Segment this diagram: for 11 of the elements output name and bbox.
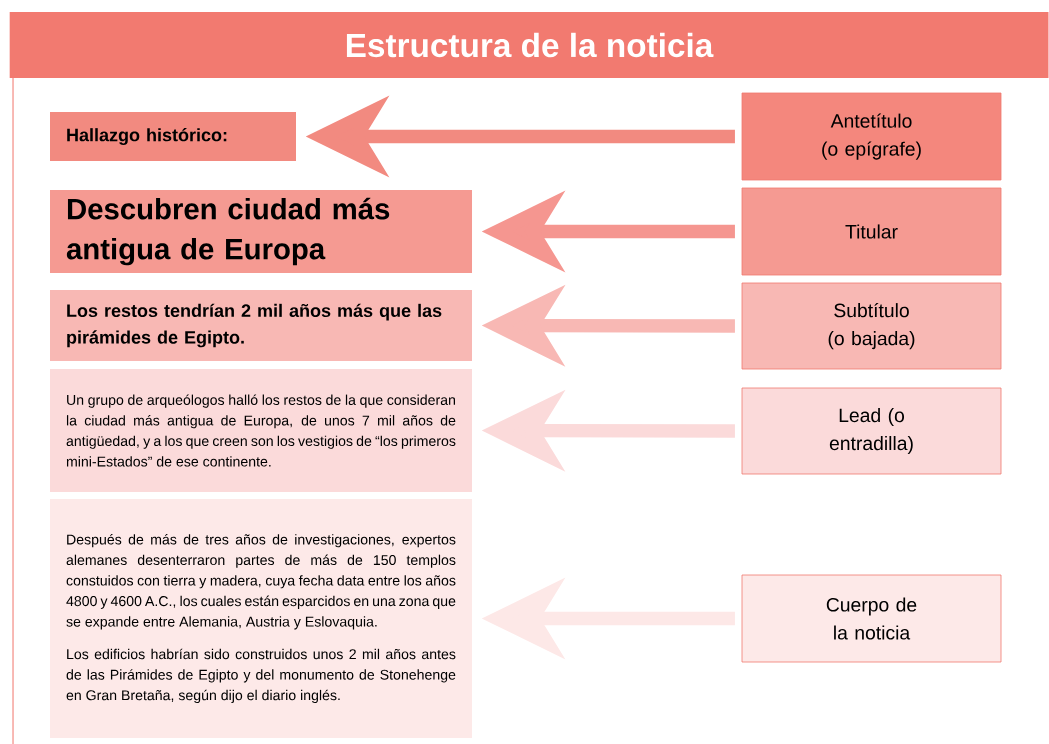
title-banner: Estructura de la noticia (9, 12, 1049, 78)
label-box: Cuerpo de la noticia (741, 574, 1002, 663)
paragraph-box: Después de más de tres años de investigaciones, expertos alemanes desenterraron partes de más de 150 templos constuidos con tierra y madera, cuya fecha data entre los años 4800 y 4600 A.C., los cuales están esparcidos en una zona que se expande entre Alemania, Austria y Eslovaquia. Los edificios habrían sido construidos unos 2 mil años antes de las Pirámides de Egipto y del monumento de Stonehenge en Gran Bretaña, según dijo el diario inglés. (50, 499, 472, 738)
label-box: Subtítulo (o bajada) (741, 282, 1002, 370)
label-box: Lead (o entradilla) (741, 387, 1002, 475)
headline-box: Hallazgo histórico: (50, 112, 296, 161)
headline-box: Descubren ciudad más antigua de Europa (50, 190, 472, 273)
label-box: Titular (741, 187, 1002, 276)
headline-box: Los restos tendrían 2 mil años más que las pirámides de Egipto. (50, 290, 472, 361)
paragraph-box: Un grupo de arqueólogos halló los restos de la que consideran la ciudad más antigua de Europa, de unos 7 mil años de antigüedad, y a los que creen son los vestigios de “los primeros mini-Estados” de ese continente. (50, 369, 472, 492)
label-box: Antetítulo (o epígrafe) (741, 92, 1002, 181)
